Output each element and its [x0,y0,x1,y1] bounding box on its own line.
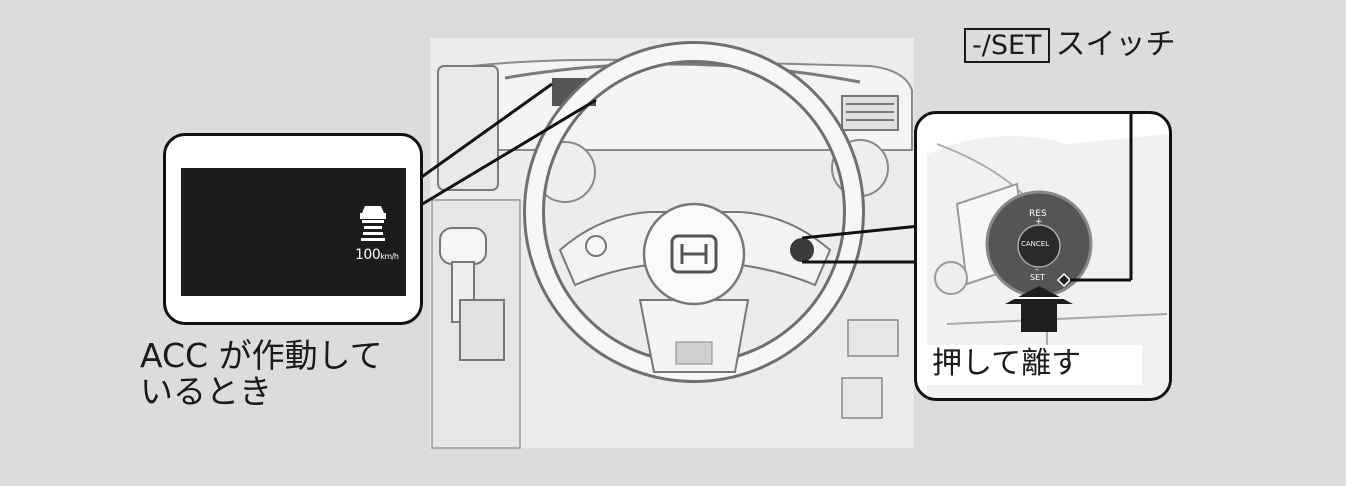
set-key-box: -/SET [964,28,1050,63]
res-plus-label: + [1035,217,1043,227]
set-minus-label: – [1035,265,1039,274]
acc-label-line1: ACC が作動して [140,336,383,375]
switch-word: スイッチ [1055,27,1176,62]
acc-active-label: ACC が作動しているとき [140,338,383,410]
navigation-screen [437,65,499,191]
acc-car-icon [360,206,386,241]
acc-switch-spot [790,238,814,262]
set-speed-readout: 100km/h [355,247,399,263]
dashboard-brow [504,62,861,84]
push-release-label: 押して離す [926,345,1142,385]
set-speed-unit: km/h [380,252,399,261]
gear-shifter [439,227,505,361]
cancel-button [1017,224,1061,268]
res-label: RES [1029,209,1047,219]
steering-wheel [523,41,865,383]
cancel-label: CANCEL [1021,240,1050,248]
meter-screen [181,168,406,296]
set-button-label: SET [1030,273,1046,282]
switch-closeup [927,114,1169,398]
right-lower-panel [841,319,899,419]
air-vent [841,95,899,131]
set-speed-value: 100 [355,247,381,263]
acc-label-line2: いるとき [140,372,272,411]
indicator-diamond [1056,272,1072,288]
